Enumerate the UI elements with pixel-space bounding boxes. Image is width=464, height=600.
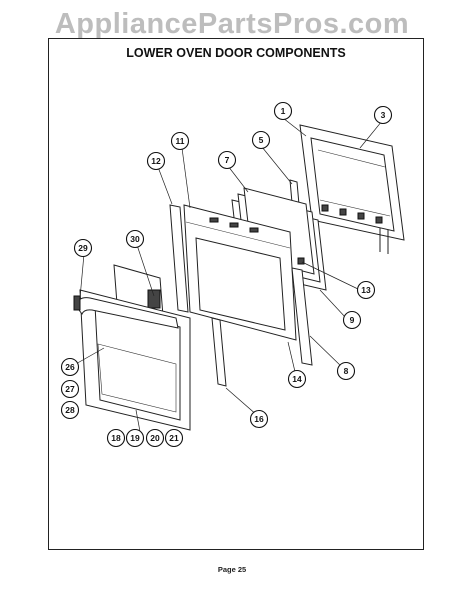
watermark: AppliancePartsPros.com: [54, 8, 410, 40]
svg-text:7: 7: [225, 155, 230, 165]
svg-text:1: 1: [281, 106, 286, 116]
svg-text:26: 26: [65, 362, 75, 372]
part-door-handle: [73, 295, 179, 329]
part-side-channel-right: [291, 267, 313, 366]
diagram-frame: [48, 38, 424, 550]
svg-text:14: 14: [292, 374, 302, 384]
callout-28: 28: [60, 400, 80, 420]
svg-text:18: 18: [111, 433, 121, 443]
svg-text:20: 20: [150, 433, 160, 443]
svg-text:27: 27: [65, 384, 75, 394]
callout-1: 1: [273, 101, 293, 121]
svg-text:3: 3: [381, 110, 386, 120]
svg-text:28: 28: [65, 405, 75, 415]
callout-29: 29: [73, 238, 93, 258]
part-vertical-strip: [211, 317, 227, 387]
part-side-strip-left: [169, 204, 189, 313]
callout-27: 27: [60, 379, 80, 399]
callout-19: 19: [125, 428, 145, 448]
part-inner-panel: [183, 204, 297, 341]
svg-text:29: 29: [78, 243, 88, 253]
svg-text:13: 13: [361, 285, 371, 295]
callout-21: 21: [164, 428, 184, 448]
callout-7: 7: [217, 150, 237, 170]
svg-text:12: 12: [151, 156, 161, 166]
svg-text:5: 5: [259, 135, 264, 145]
svg-text:16: 16: [254, 414, 264, 424]
callout-30: 30: [125, 229, 145, 249]
callout-5: 5: [251, 130, 271, 150]
part-inner-door-frame: [299, 124, 405, 254]
callout-12: 12: [146, 151, 166, 171]
callout-18: 18: [106, 428, 126, 448]
callout-16: 16: [249, 409, 269, 429]
svg-text:19: 19: [130, 433, 140, 443]
svg-text:9: 9: [350, 315, 355, 325]
callout-14: 14: [287, 369, 307, 389]
callout-8: 8: [336, 361, 356, 381]
callout-26: 26: [60, 357, 80, 377]
callout-13: 13: [356, 280, 376, 300]
svg-text:11: 11: [176, 136, 185, 146]
callout-11: 11: [170, 131, 190, 151]
svg-text:8: 8: [344, 366, 349, 376]
svg-text:21: 21: [169, 433, 179, 443]
callout-3: 3: [373, 105, 393, 125]
svg-text:30: 30: [130, 234, 140, 244]
diagram-title: LOWER OVEN DOOR COMPONENTS: [126, 46, 346, 60]
callout-9: 9: [342, 310, 362, 330]
callout-20: 20: [145, 428, 165, 448]
page-number: Page 25: [217, 565, 247, 574]
leader-lines: [73, 117, 383, 438]
